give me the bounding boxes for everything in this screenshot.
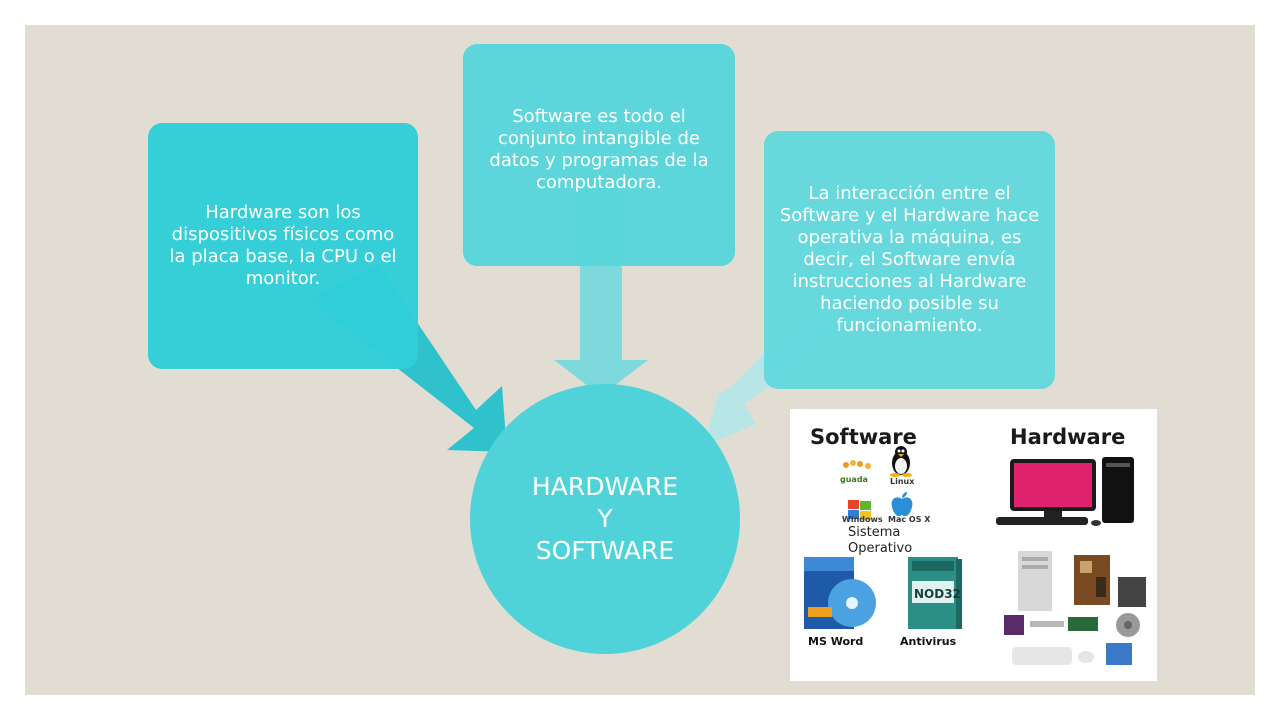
interaction-definition-box: La interacción entre el Software y el Ha… bbox=[764, 131, 1055, 389]
apple-logo-icon bbox=[891, 492, 913, 517]
antivirus-label: Antivirus bbox=[900, 635, 957, 648]
guada-logo-text: guada bbox=[840, 475, 868, 484]
ms-word-label: MS Word bbox=[808, 635, 864, 648]
software-hardware-image: Software Hardware guada Linux Windows Ma… bbox=[790, 409, 1157, 681]
linux-logo-text: Linux bbox=[890, 477, 915, 486]
computer-icon bbox=[996, 457, 1134, 526]
nod32-label: NOD32 bbox=[914, 587, 961, 601]
hardware-heading: Hardware bbox=[1010, 425, 1126, 449]
antivirus-box-icon bbox=[908, 557, 962, 629]
arrow-icon bbox=[554, 180, 648, 396]
mac-logo-text: Mac OS X bbox=[888, 515, 931, 524]
linux-penguin-icon bbox=[890, 446, 912, 477]
software-definition-text: Software es todo el conjunto intangible … bbox=[489, 106, 709, 193]
center-circle-text: HARDWARE Y SOFTWARE bbox=[531, 472, 679, 565]
guada-logo-icon bbox=[843, 460, 871, 469]
hardware-definition-box: Hardware son los dispositivos físicos co… bbox=[148, 123, 418, 369]
center-circle: HARDWARE Y SOFTWARE bbox=[470, 384, 740, 654]
hardware-definition-text: Hardware son los dispositivos físicos co… bbox=[169, 202, 397, 289]
hardware-components-icon bbox=[1004, 551, 1146, 665]
ms-office-box-icon bbox=[804, 557, 876, 629]
software-heading: Software bbox=[810, 425, 917, 449]
windows-logo-text: Windows bbox=[842, 515, 883, 524]
windows-logo-icon bbox=[848, 500, 871, 520]
software-definition-box: Software es todo el conjunto intangible … bbox=[463, 44, 735, 266]
interaction-definition-text: La interacción entre el Software y el Ha… bbox=[779, 183, 1040, 336]
os-label: Sistema Operativo bbox=[848, 525, 913, 556]
